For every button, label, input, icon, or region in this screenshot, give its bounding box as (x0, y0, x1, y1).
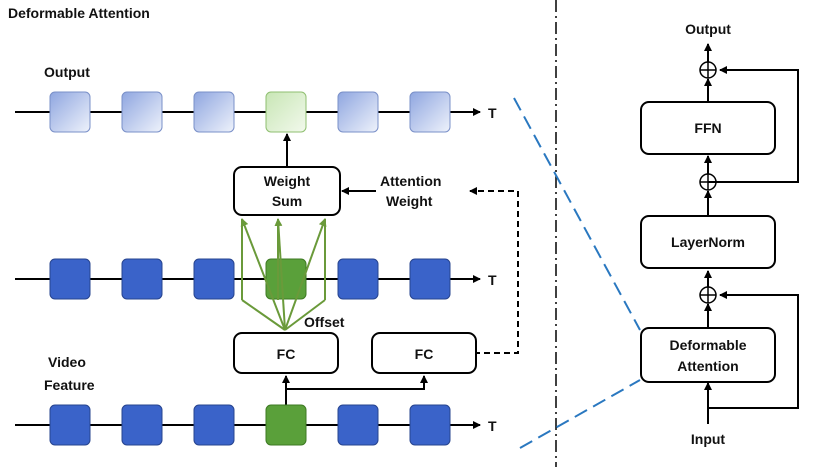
add-node (699, 61, 717, 79)
feature-node (337, 258, 379, 300)
attention-weight-label: Weight (386, 193, 433, 209)
fc-label: FC (415, 346, 434, 362)
layernorm-label: LayerNorm (671, 234, 745, 250)
feature-node (49, 404, 91, 446)
output-node-highlight (265, 91, 307, 133)
diagram-title: Deformable Attention (8, 5, 150, 21)
layernorm-block: LayerNorm (640, 215, 776, 269)
feature-node (193, 258, 235, 300)
query-node-highlight (265, 404, 307, 446)
time-axis-label: T (488, 105, 497, 121)
output-row: T (15, 91, 497, 133)
zoom-line-top (513, 97, 641, 331)
feature-node (409, 258, 451, 300)
fc-to-attention-weight-dashed-arrow (469, 187, 519, 354)
feature-node (193, 404, 235, 446)
ffn-block: FFN (640, 101, 776, 155)
block-input-label: Input (691, 431, 726, 447)
weight-sum-label: Sum (272, 193, 302, 209)
video-feature-label: Feature (44, 377, 95, 393)
feature-node (121, 404, 163, 446)
feature-node (337, 404, 379, 446)
time-axis-label: T (488, 418, 497, 434)
residual-connection (708, 291, 799, 409)
block-output-label: Output (685, 21, 731, 37)
output-label: Output (44, 64, 90, 80)
output-node (409, 91, 451, 133)
weight-sum-box: Weight Sum (233, 166, 341, 216)
output-node (121, 91, 163, 133)
feature-node-highlight (265, 258, 307, 300)
fc-label: FC (277, 346, 296, 362)
deformable-attention-label: Deformable (669, 337, 746, 353)
residual-connection (708, 66, 799, 183)
time-axis-label: T (488, 272, 497, 288)
sampled-feature-row: T (15, 258, 497, 300)
feature-node (49, 258, 91, 300)
fc-box-left: FC (233, 332, 339, 374)
deformable-attention-block: Deformable Attention (640, 327, 776, 383)
output-node (193, 91, 235, 133)
deformable-attention-label: Attention (677, 358, 738, 374)
zoom-line-bottom (519, 379, 641, 449)
video-feature-label: Video (48, 354, 86, 370)
query-to-fc-right-arrow (286, 375, 428, 390)
weight-sum-label: Weight (264, 173, 311, 189)
ffn-label: FFN (694, 120, 721, 136)
offset-label: Offset (304, 314, 345, 330)
output-node (49, 91, 91, 133)
video-feature-row: T (15, 404, 497, 446)
feature-node (121, 258, 163, 300)
feature-node (409, 404, 451, 446)
fc-box-right: FC (371, 332, 477, 374)
attention-weight-label: Attention (380, 173, 441, 189)
add-node (699, 286, 717, 304)
offset-arrows (240, 218, 327, 331)
output-node (337, 91, 379, 133)
